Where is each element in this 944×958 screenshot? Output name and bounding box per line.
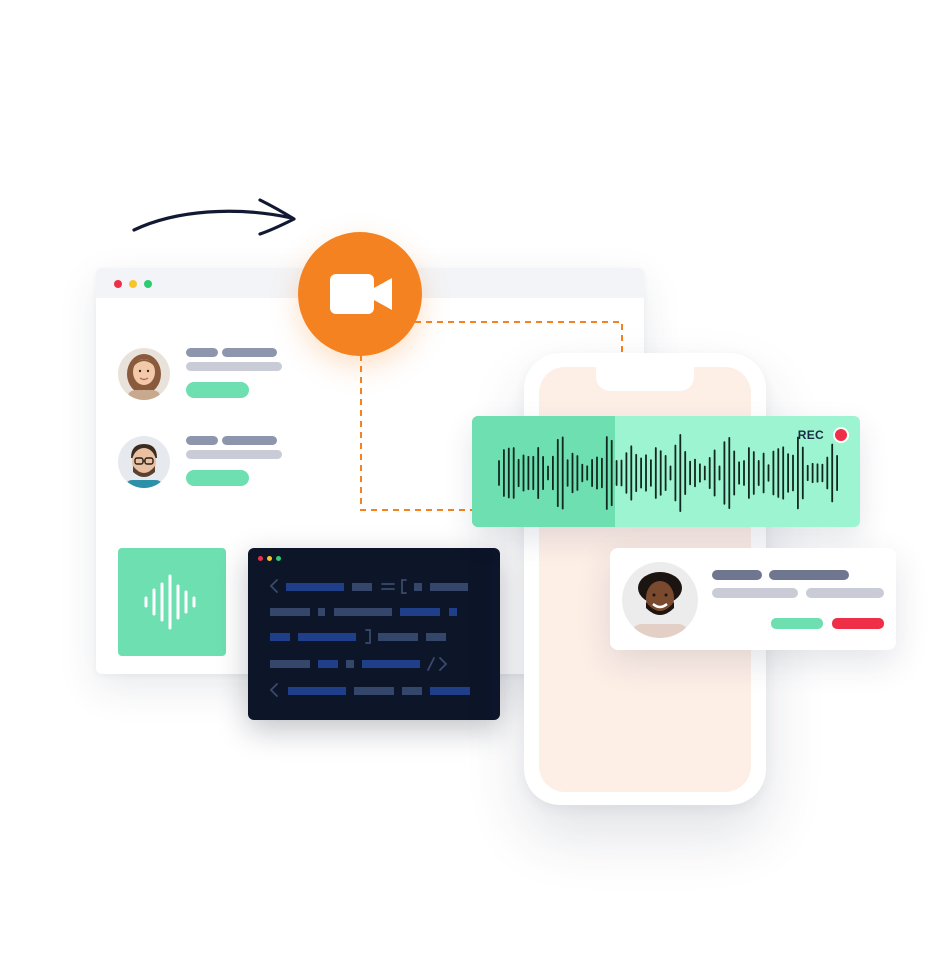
recording-panel[interactable]: REC — [472, 416, 860, 527]
close-dot[interactable] — [258, 556, 263, 561]
close-dot[interactable] — [114, 280, 122, 288]
name-placeholder — [222, 436, 277, 445]
name-placeholder — [186, 436, 218, 445]
subtitle-placeholder — [806, 588, 884, 598]
caller-card — [610, 548, 896, 650]
name-placeholder — [186, 348, 218, 357]
rec-label: REC — [797, 428, 824, 442]
avatar — [622, 562, 698, 638]
status-pill[interactable] — [186, 382, 249, 398]
audio-tile[interactable] — [118, 548, 226, 656]
subtitle-placeholder — [186, 362, 282, 371]
avatar — [118, 436, 170, 488]
video-call-button[interactable] — [298, 232, 422, 356]
minimize-dot[interactable] — [267, 556, 272, 561]
maximize-dot[interactable] — [144, 280, 152, 288]
status-pill[interactable] — [186, 470, 249, 486]
subtitle-placeholder — [186, 450, 282, 459]
video-camera-icon — [330, 274, 392, 314]
minimize-dot[interactable] — [129, 280, 137, 288]
connector-line — [360, 321, 623, 511]
avatar — [118, 348, 170, 400]
maximize-dot[interactable] — [276, 556, 281, 561]
subtitle-placeholder — [712, 588, 798, 598]
man-avatar-icon — [622, 562, 698, 638]
name-placeholder — [769, 570, 849, 580]
waveform — [498, 433, 839, 513]
code-lines — [269, 579, 470, 697]
record-indicator[interactable] — [833, 427, 849, 443]
phone-notch — [596, 365, 694, 391]
woman-avatar-icon — [118, 348, 170, 400]
code-window — [248, 548, 500, 720]
accept-button[interactable] — [771, 618, 823, 629]
audio-wave-icon — [144, 574, 196, 630]
name-placeholder — [712, 570, 762, 580]
arrow-right-icon — [132, 198, 296, 236]
man-avatar-icon — [118, 436, 170, 488]
name-placeholder — [222, 348, 277, 357]
decline-button[interactable] — [832, 618, 884, 629]
